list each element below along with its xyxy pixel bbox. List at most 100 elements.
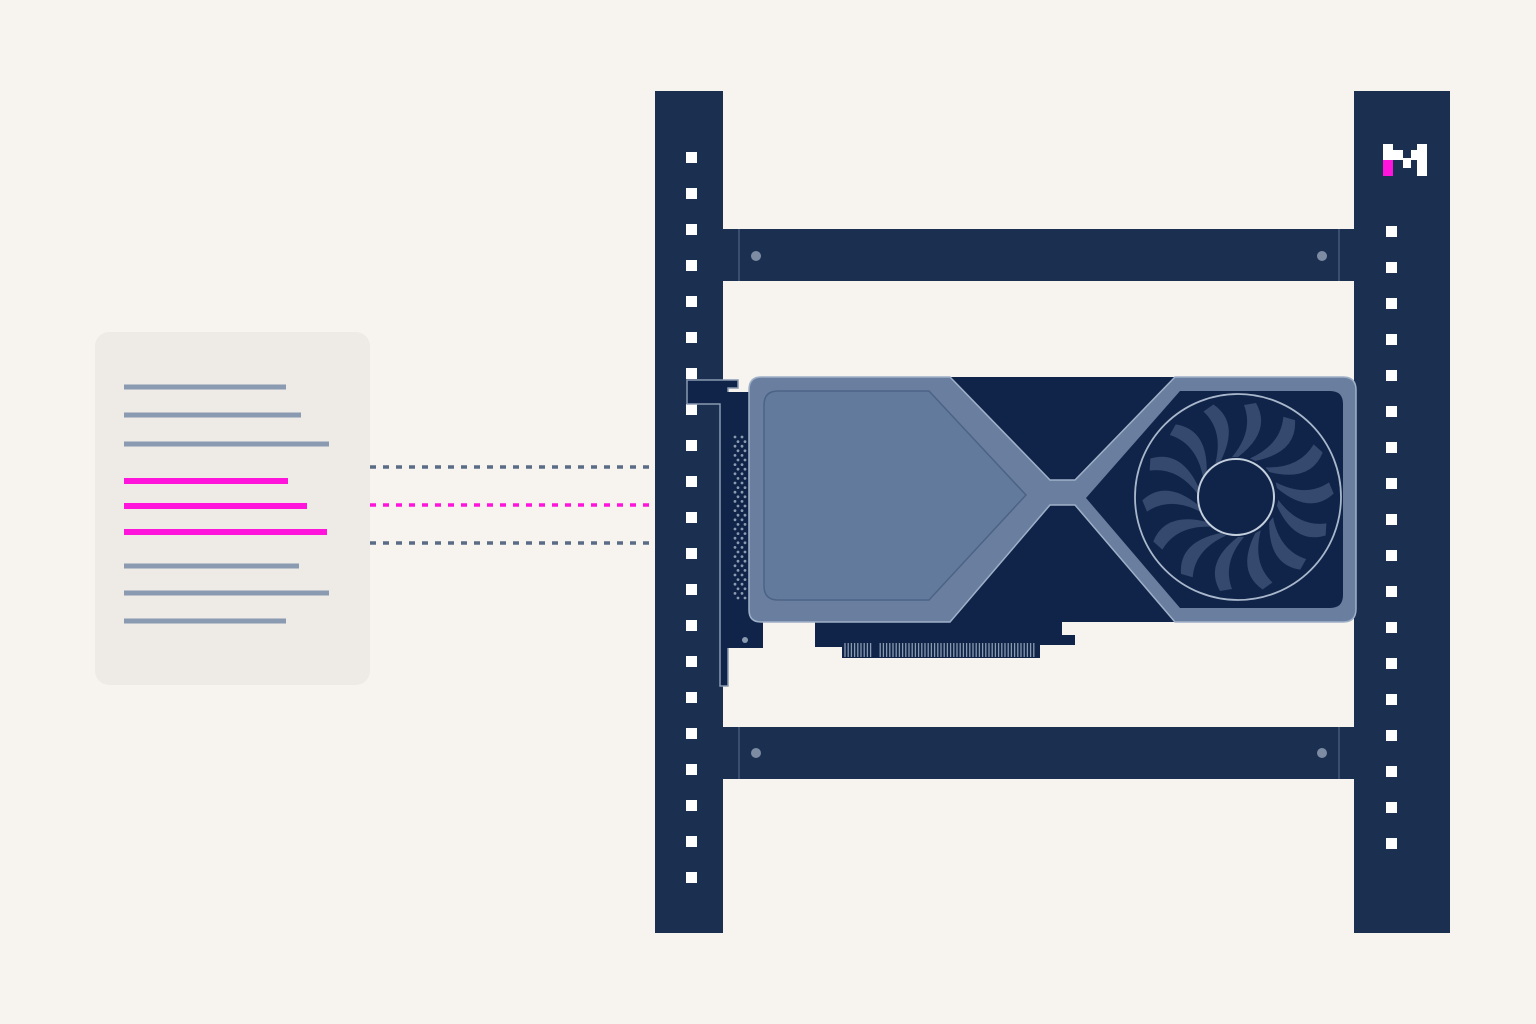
io-bracket bbox=[686, 379, 739, 687]
rack-hole bbox=[686, 512, 697, 523]
rack-hole bbox=[686, 728, 697, 739]
vent-dot bbox=[736, 578, 740, 581]
vent-dot bbox=[743, 458, 747, 462]
fan-blade bbox=[1276, 500, 1327, 538]
rack-hole bbox=[1386, 586, 1397, 597]
rack-hole bbox=[686, 584, 697, 595]
vent-dot bbox=[736, 523, 740, 526]
vent-dot bbox=[743, 587, 747, 591]
vent-dot bbox=[743, 523, 747, 526]
vent-dot bbox=[743, 532, 747, 535]
fan-blade bbox=[1265, 444, 1323, 475]
vent-dot bbox=[740, 435, 744, 439]
logo-stroke bbox=[1403, 158, 1411, 168]
fan-icon bbox=[1134, 393, 1342, 601]
vent-dot bbox=[733, 490, 737, 494]
vent-dot bbox=[740, 472, 744, 476]
rack-holes-right bbox=[1386, 226, 1397, 849]
vent-dot bbox=[733, 463, 737, 466]
pcb-screw bbox=[742, 637, 748, 643]
vent-dot bbox=[736, 587, 740, 591]
fan-hub bbox=[1197, 458, 1275, 536]
rack-hole bbox=[1386, 226, 1397, 237]
fan-blade bbox=[1203, 404, 1229, 464]
rack-rail-top bbox=[723, 229, 1355, 281]
vent-dot bbox=[733, 592, 737, 595]
vent-dot bbox=[743, 477, 747, 480]
screw bbox=[1317, 251, 1327, 261]
vent-dot bbox=[733, 509, 737, 512]
rack-hole bbox=[1386, 802, 1397, 813]
rack-hole bbox=[1386, 730, 1397, 741]
vent-dot bbox=[733, 472, 737, 476]
m-logo-icon bbox=[1383, 144, 1427, 176]
vent-dot bbox=[736, 467, 740, 471]
text-document-icon bbox=[95, 332, 370, 685]
fan-blade bbox=[1232, 403, 1262, 457]
vent-dot bbox=[736, 477, 740, 480]
pcie-connector bbox=[844, 643, 1035, 657]
connectors bbox=[370, 465, 652, 545]
vent-dot bbox=[736, 596, 740, 600]
fan-blade bbox=[1142, 490, 1201, 512]
rack-hole bbox=[686, 296, 697, 307]
vent-dot bbox=[736, 458, 740, 462]
vent-dot bbox=[740, 454, 744, 457]
vent-dot bbox=[740, 555, 744, 558]
vent-dot bbox=[733, 500, 737, 503]
vent-dot bbox=[740, 527, 744, 531]
rack-hole bbox=[1386, 622, 1397, 633]
vent-dot bbox=[740, 500, 744, 503]
rack-hole bbox=[686, 656, 697, 667]
rack-hole bbox=[686, 872, 697, 883]
vent-dot bbox=[743, 513, 747, 517]
rack-hole bbox=[686, 620, 697, 631]
fan-blade bbox=[1180, 533, 1227, 578]
vent-dot bbox=[743, 559, 747, 563]
vent-dot bbox=[736, 532, 740, 535]
vent-dot bbox=[740, 573, 744, 577]
vent-dot bbox=[736, 504, 740, 508]
vent-dot bbox=[740, 509, 744, 512]
fan-blade bbox=[1169, 424, 1207, 477]
io-plate bbox=[727, 392, 749, 648]
rack-hole bbox=[1386, 838, 1397, 849]
vent-dot bbox=[733, 536, 737, 540]
vent-dot bbox=[743, 550, 747, 554]
screw bbox=[751, 251, 761, 261]
vent-dot bbox=[740, 546, 744, 549]
screw bbox=[751, 748, 761, 758]
vent-dot bbox=[743, 449, 747, 453]
fan-blade bbox=[1269, 517, 1307, 570]
screw bbox=[1317, 748, 1327, 758]
rack-hole bbox=[1386, 262, 1397, 273]
rack-hole bbox=[1386, 442, 1397, 453]
rack-hole bbox=[686, 800, 697, 811]
rack-hole bbox=[686, 836, 697, 847]
rack-hole bbox=[686, 692, 697, 703]
vent-dot bbox=[743, 569, 747, 572]
vent-dot bbox=[736, 550, 740, 554]
rack-hole bbox=[1386, 694, 1397, 705]
rack-hole bbox=[686, 476, 697, 487]
logo-accent bbox=[1383, 160, 1393, 176]
rack-rail-bottom bbox=[723, 727, 1355, 779]
vent-dot bbox=[736, 541, 740, 545]
vent-dot bbox=[733, 564, 737, 568]
vent-dot bbox=[743, 495, 747, 499]
fan-blade bbox=[1153, 519, 1211, 550]
logo-stroke bbox=[1417, 144, 1427, 176]
vent-dot bbox=[733, 444, 737, 448]
vent-dot bbox=[740, 582, 744, 586]
rack-hole bbox=[1386, 658, 1397, 669]
vent-dot bbox=[743, 467, 747, 471]
rack-hole bbox=[1386, 550, 1397, 561]
rack-hole bbox=[686, 332, 697, 343]
vent-dot bbox=[733, 481, 737, 485]
vent-dot bbox=[740, 463, 744, 466]
vent-dot bbox=[733, 582, 737, 586]
rack-hole bbox=[1386, 370, 1397, 381]
vent-dot bbox=[733, 573, 737, 577]
gpu-panel bbox=[763, 390, 1028, 601]
rack-hole bbox=[1386, 514, 1397, 525]
